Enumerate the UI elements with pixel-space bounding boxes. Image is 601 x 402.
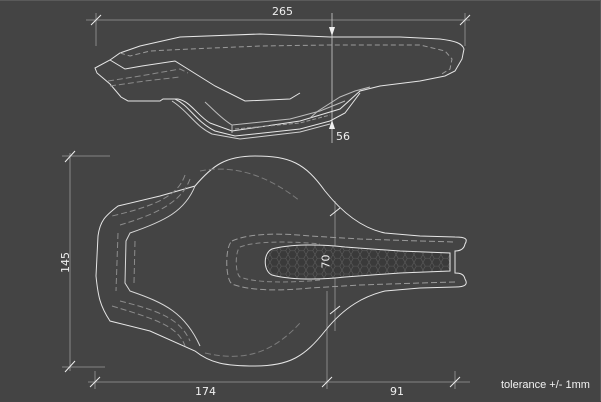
side-view xyxy=(86,13,471,143)
dimension-145 xyxy=(62,150,110,373)
dimension-label-rear: 174 xyxy=(195,385,216,398)
dimension-265 xyxy=(86,13,471,46)
dimension-label-width: 145 xyxy=(59,252,72,273)
dimension-label-length: 265 xyxy=(272,5,293,18)
hex-cutout xyxy=(264,244,451,280)
tolerance-note: tolerance +/- 1mm xyxy=(501,379,590,391)
dimension-56 xyxy=(329,13,335,143)
dimension-label-height: 56 xyxy=(336,130,350,143)
dimension-174-91 xyxy=(88,291,470,389)
dimension-label-cutout: 70 xyxy=(319,254,333,269)
top-view xyxy=(62,150,470,389)
dimension-label-nose: 91 xyxy=(390,385,404,398)
